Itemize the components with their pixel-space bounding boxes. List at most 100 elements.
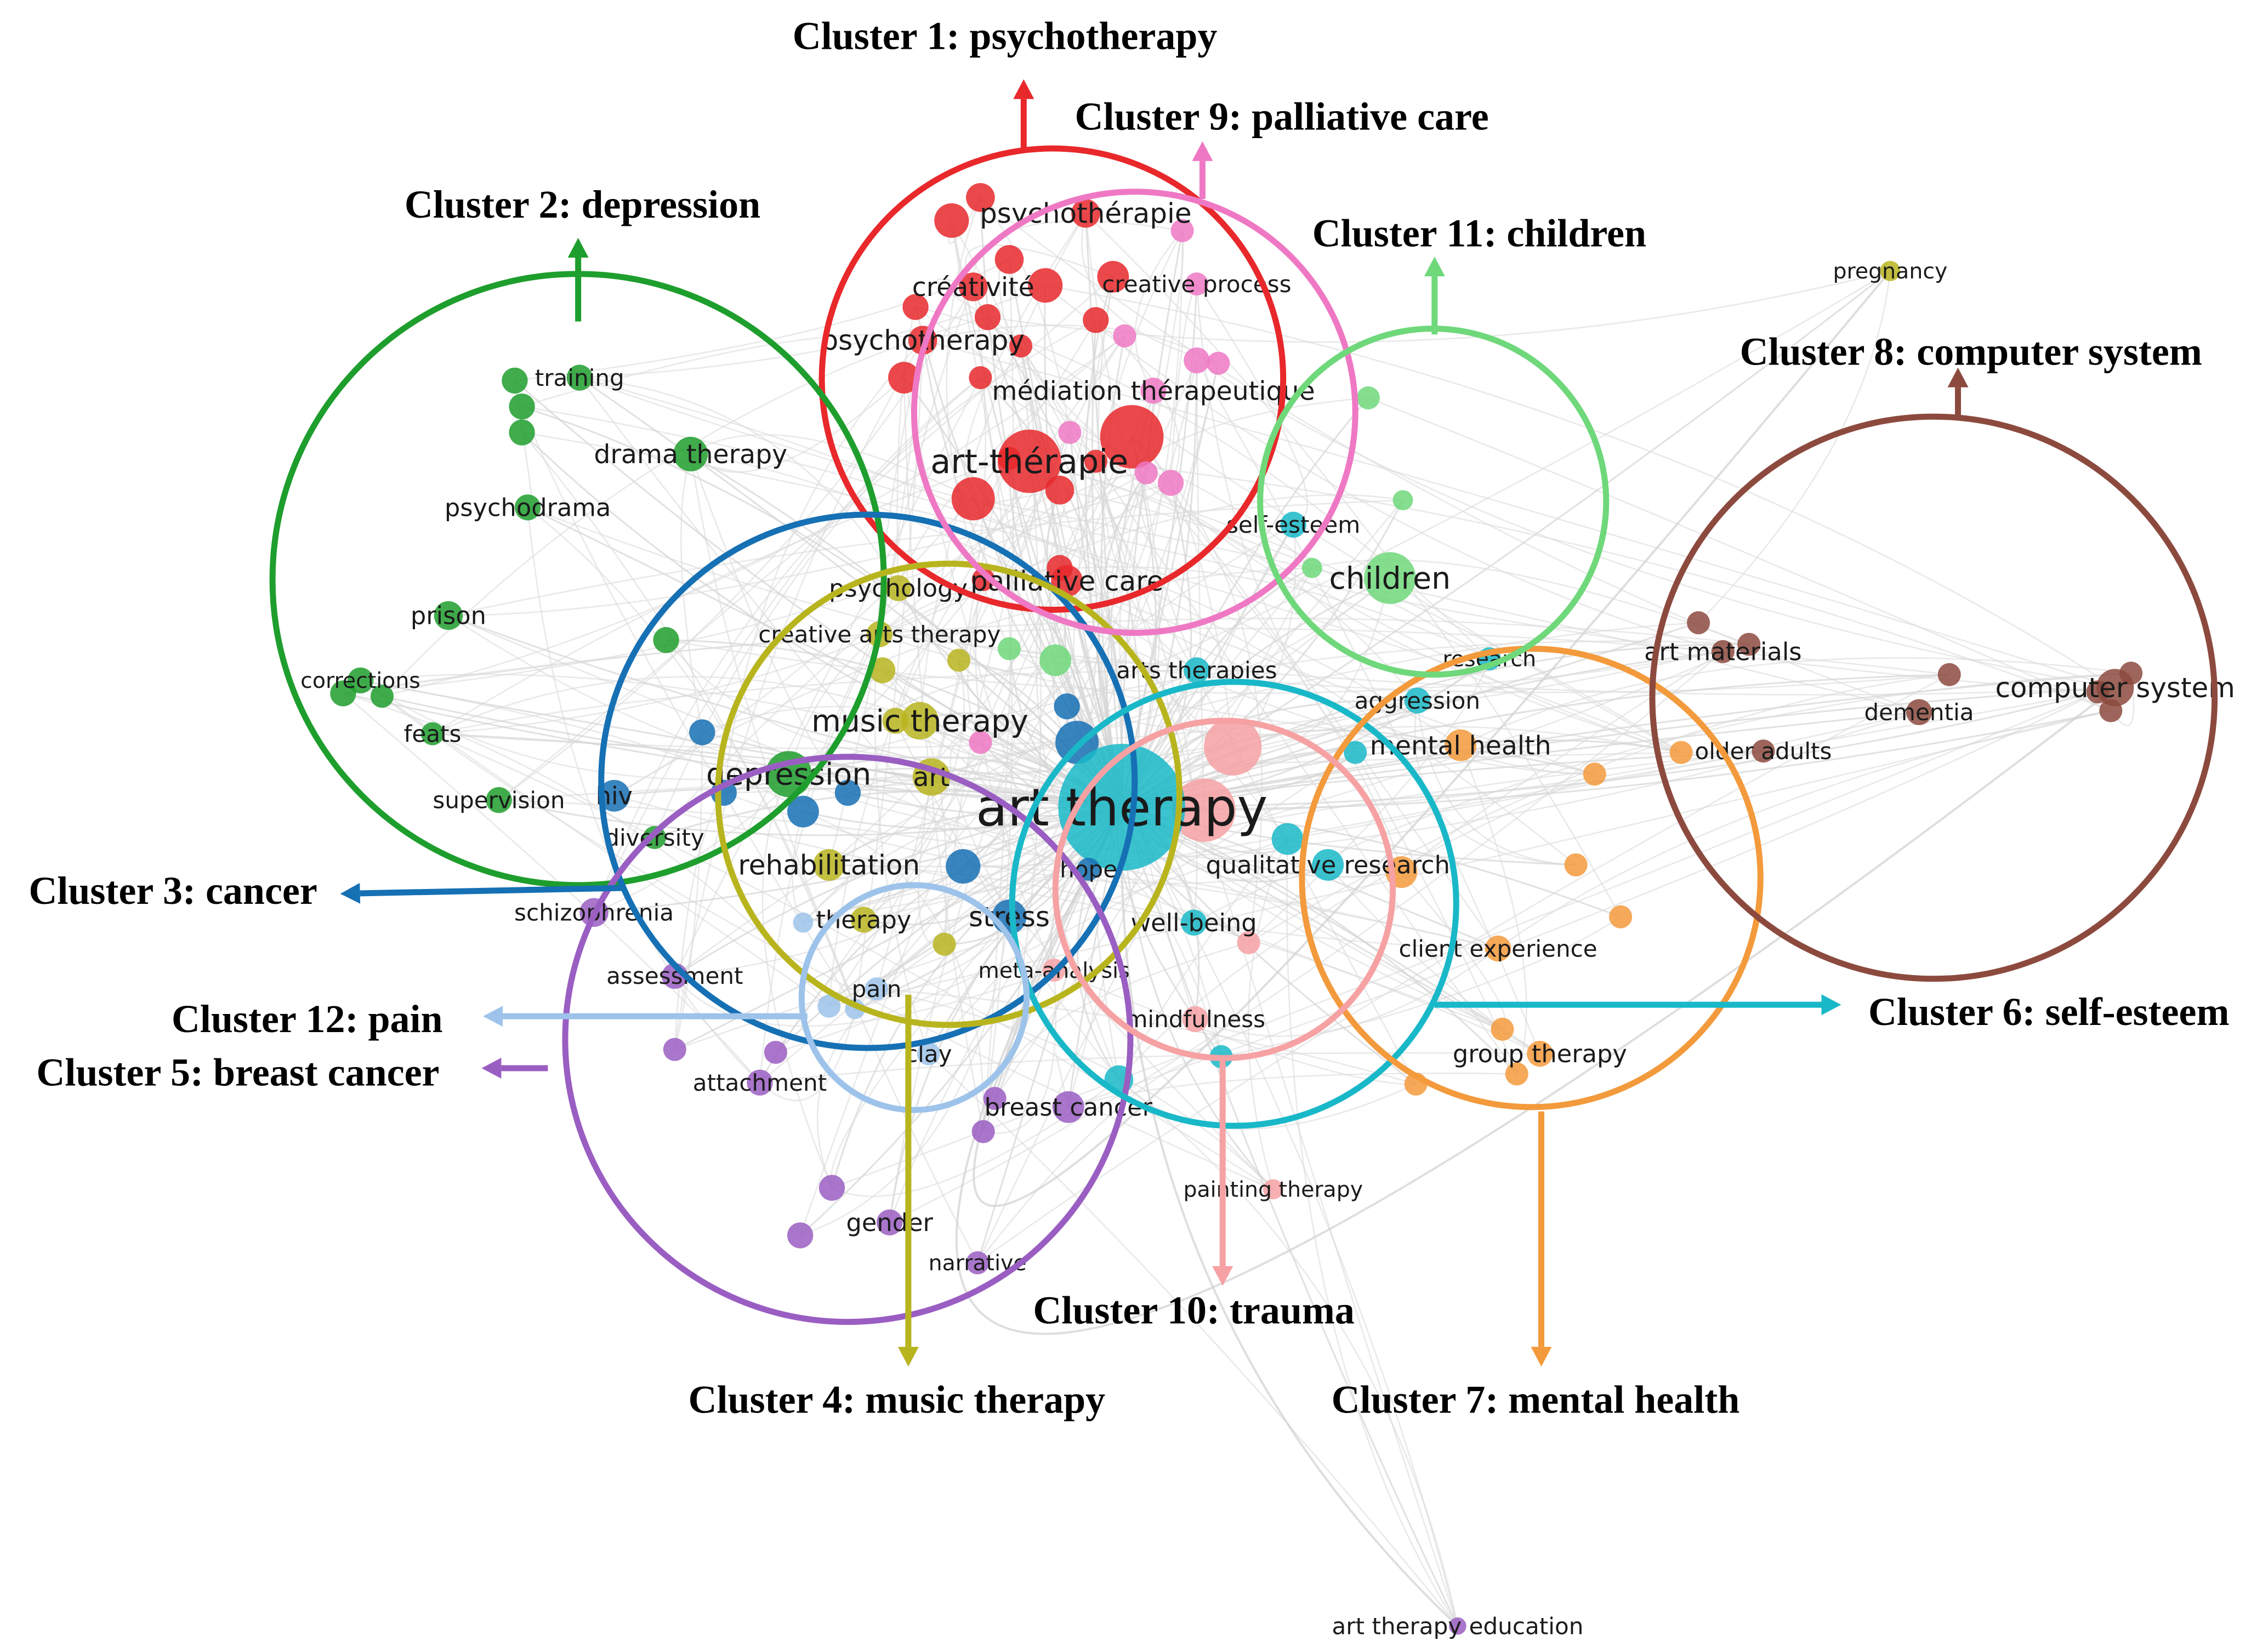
network-edge bbox=[690, 454, 849, 794]
network-edge bbox=[1196, 283, 1308, 526]
network-edge bbox=[1118, 1079, 1417, 1130]
keyword-node bbox=[1055, 721, 1099, 764]
keyword-node bbox=[983, 1087, 1007, 1110]
cluster-2-arrowhead bbox=[567, 237, 589, 258]
cluster-1-title: Cluster 1: psychotherapy bbox=[793, 14, 1218, 58]
keyword-node bbox=[1054, 693, 1080, 720]
node-creative-process bbox=[1185, 272, 1208, 296]
keyword-painting-therapy: painting therapy bbox=[1183, 1177, 1363, 1203]
node-gender bbox=[877, 1209, 903, 1235]
cluster-7-circle bbox=[1299, 646, 1764, 1110]
cluster-3-title: Cluster 3: cancer bbox=[29, 869, 317, 913]
network-edge bbox=[527, 506, 856, 1010]
network-edge bbox=[579, 377, 2098, 693]
cluster-10-arrowhead bbox=[1212, 1266, 1233, 1286]
network-edge bbox=[832, 691, 2099, 1189]
keyword-pregnancy: pregnancy bbox=[1833, 259, 1948, 284]
keyword-node bbox=[1157, 470, 1184, 496]
cluster-1-circle bbox=[818, 145, 1287, 613]
node-computer-system bbox=[2096, 669, 2134, 707]
network-edge bbox=[828, 710, 2111, 1007]
keyword-node bbox=[1392, 490, 1413, 511]
network-edge bbox=[527, 506, 1056, 661]
node-mindfulness bbox=[1182, 1006, 1208, 1033]
node-supervision bbox=[486, 787, 512, 813]
network-edge bbox=[674, 792, 725, 1050]
keyword-qualitative-research: qualitative research bbox=[1206, 851, 1450, 880]
cluster-9-arrowhead bbox=[1192, 141, 1213, 161]
network-edge bbox=[875, 579, 984, 989]
node-group-therapy bbox=[1527, 1040, 1553, 1067]
keyword-node bbox=[1113, 324, 1136, 348]
node-self-esteem bbox=[1280, 511, 1306, 538]
network-edge bbox=[980, 377, 1123, 807]
cluster-2-title: Cluster 2: depression bbox=[405, 183, 760, 226]
network-edge bbox=[980, 270, 1891, 743]
network-edge bbox=[1120, 807, 1459, 1627]
network-edge bbox=[958, 472, 1146, 660]
keyword-computer-system: computer system bbox=[1995, 672, 2235, 704]
cluster-4-arrowhead bbox=[897, 1347, 919, 1367]
network-edge bbox=[1085, 213, 1622, 918]
node-creativite bbox=[958, 272, 988, 301]
network-edge bbox=[723, 640, 1749, 794]
network-edge bbox=[876, 988, 1274, 1190]
keyword-node bbox=[1207, 351, 1230, 375]
network-edge bbox=[343, 627, 1949, 694]
node-dementia bbox=[1906, 699, 1932, 725]
keyword-creativite: créativité bbox=[912, 272, 1034, 303]
network-edge bbox=[958, 648, 1042, 676]
network-edge bbox=[1100, 335, 1125, 808]
network-edge bbox=[1460, 657, 2131, 746]
cluster-5-title: Cluster 5: breast cancer bbox=[36, 1050, 439, 1094]
network-edge bbox=[1414, 700, 1576, 866]
keyword-node bbox=[1356, 386, 1380, 409]
cluster-3-arrow bbox=[360, 885, 622, 897]
keyword-node bbox=[1009, 334, 1033, 358]
network-edge bbox=[977, 674, 1950, 1263]
cluster-4-title: Cluster 4: music therapy bbox=[689, 1377, 1106, 1421]
keyword-node bbox=[689, 719, 715, 745]
network-edge bbox=[1045, 284, 2116, 688]
cluster-arrow-layer bbox=[340, 79, 1969, 1367]
network-edge bbox=[980, 377, 1681, 754]
keyword-prison: prison bbox=[411, 601, 486, 630]
cluster-8-arrowhead bbox=[1947, 367, 1969, 388]
cluster-5-arrowhead bbox=[481, 1057, 502, 1079]
network-edge bbox=[980, 197, 1919, 713]
keyword-node bbox=[1937, 663, 1961, 686]
keyword-node bbox=[994, 245, 1024, 274]
network-edge bbox=[521, 431, 1682, 754]
node-older-adults bbox=[1752, 739, 1775, 763]
keyword-node bbox=[1271, 823, 1304, 855]
node-psychology bbox=[885, 575, 912, 601]
keyword-node bbox=[946, 849, 981, 884]
network-edge bbox=[882, 670, 907, 703]
keyword-corrections: corrections bbox=[300, 668, 420, 693]
keyword-node bbox=[971, 1120, 995, 1143]
node-mediation-therapeutique bbox=[1140, 378, 1167, 404]
network-edge bbox=[593, 377, 981, 913]
node-art-therapy-education bbox=[1449, 1617, 1466, 1635]
cluster-3-arrowhead bbox=[340, 882, 361, 904]
node-art-therapy bbox=[1058, 744, 1185, 871]
cluster-8-circle bbox=[1649, 413, 2218, 982]
cluster-4-circle bbox=[715, 560, 1182, 1028]
keyword-art-therapy-education: art therapy education bbox=[1332, 1613, 1583, 1639]
node-art-materials bbox=[1711, 640, 1735, 663]
network-edge bbox=[1121, 687, 2116, 808]
network-edge bbox=[876, 988, 1417, 1085]
node-attachment bbox=[747, 1069, 773, 1096]
network-edge bbox=[1072, 230, 1183, 743]
keyword-diversity: diversity bbox=[605, 824, 704, 851]
network-edge bbox=[874, 340, 929, 1054]
network-edge bbox=[1459, 745, 1527, 1074]
cluster-9-title: Cluster 9: palliative care bbox=[1075, 95, 1488, 139]
node-painting-therapy bbox=[1263, 1179, 1283, 1200]
keyword-children: children bbox=[1329, 561, 1451, 596]
node-prison bbox=[434, 601, 463, 630]
keyword-dementia: dementia bbox=[1864, 699, 1974, 726]
cluster-3-circle bbox=[598, 511, 1138, 1051]
keyword-pain: pain bbox=[852, 976, 902, 1002]
node-music-therapy bbox=[901, 702, 939, 740]
